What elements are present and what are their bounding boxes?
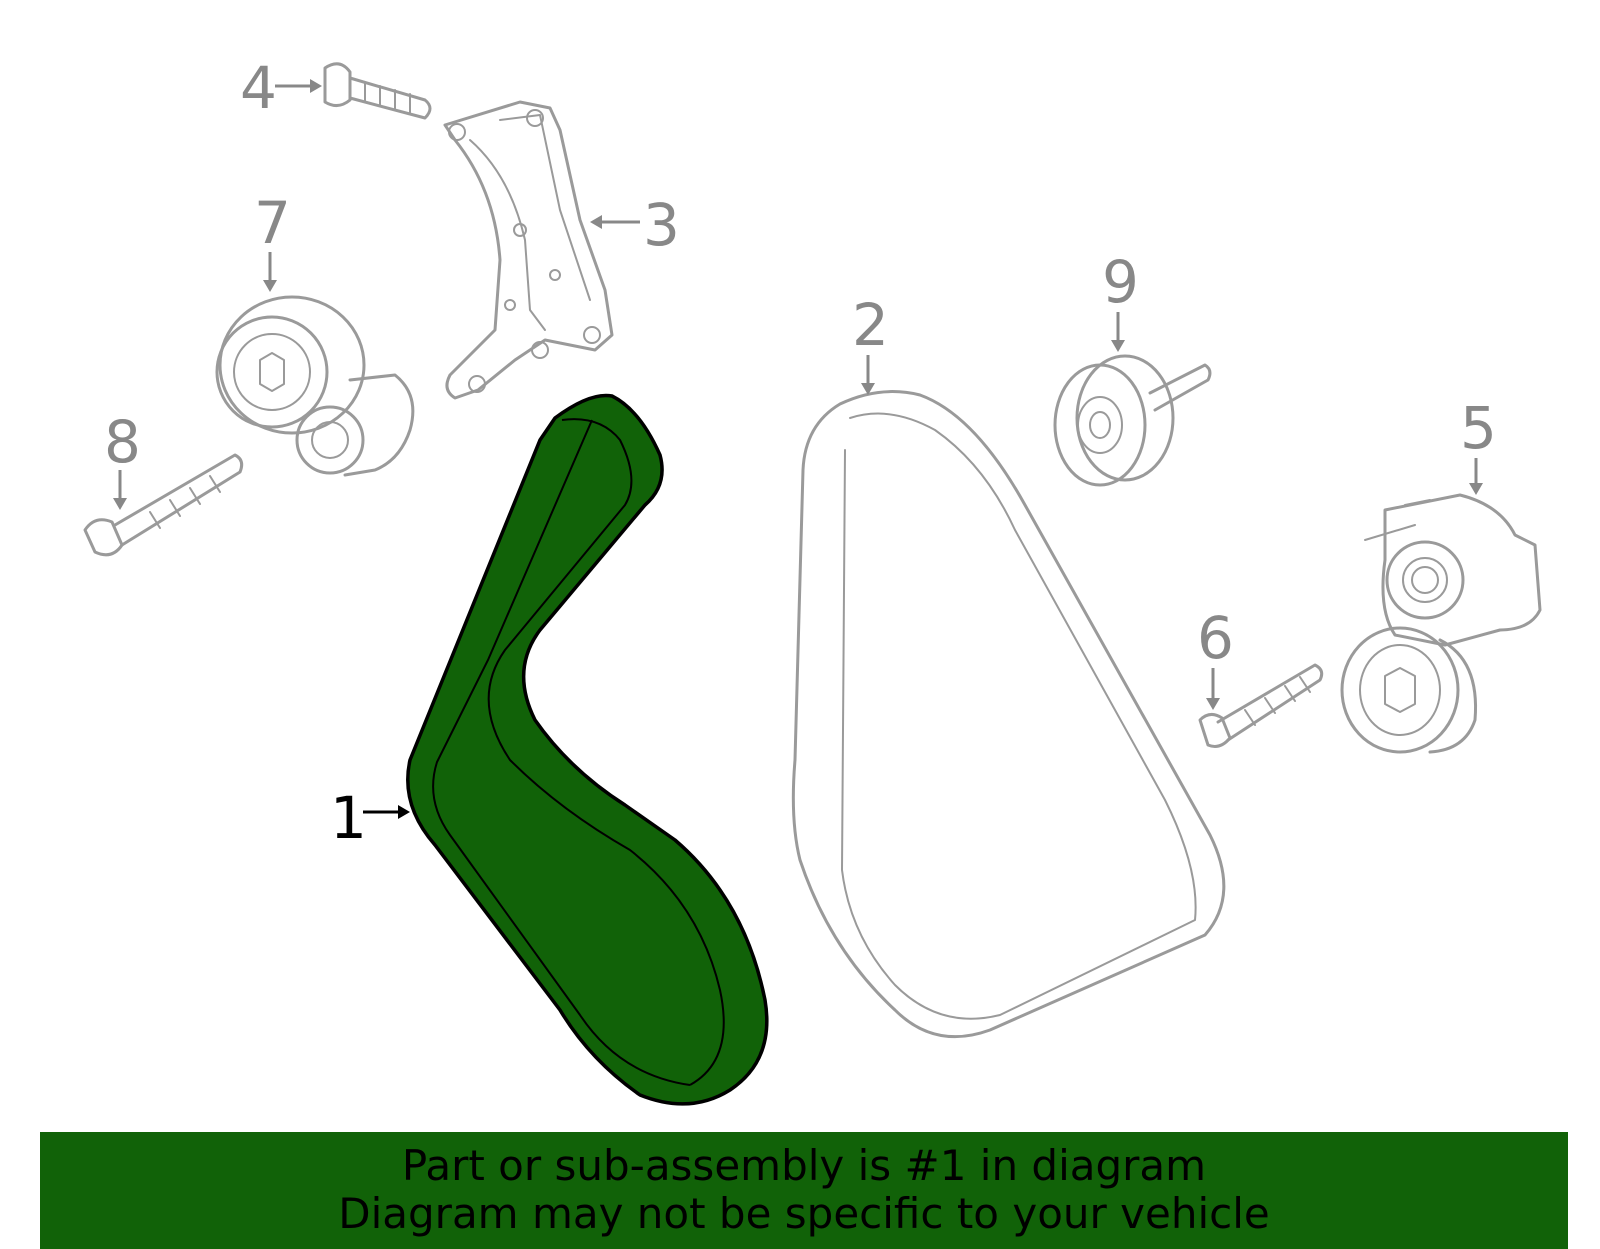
callout-2[interactable]: 2 (852, 291, 889, 359)
part-3-bracket[interactable] (443, 100, 614, 400)
part-6-bolt[interactable] (1198, 663, 1324, 748)
part-2-belt[interactable] (791, 390, 1226, 1039)
callout-9-arrow (1111, 340, 1125, 352)
callout-6[interactable]: 6 (1197, 604, 1234, 672)
callout-8-arrow (113, 498, 127, 510)
banner-part-note: Part or sub-assembly is #1 in diagram (401, 1141, 1207, 1190)
callout-1-arrow (398, 805, 410, 819)
callout-4[interactable]: 4 (240, 54, 277, 122)
callout-8[interactable]: 8 (104, 408, 141, 476)
info-banner: Part or sub-assembly is #1 in diagram Di… (40, 1132, 1568, 1249)
banner-disclaimer: Diagram may not be specific to your vehi… (338, 1189, 1270, 1238)
callout-2-arrow (861, 383, 875, 395)
part-9-pulley[interactable] (1053, 354, 1212, 487)
part-4-bolt[interactable] (323, 62, 432, 120)
callout-3[interactable]: 3 (643, 191, 680, 259)
part-1-drive-belt[interactable] (406, 393, 769, 1106)
callout-6-arrow (1206, 698, 1220, 710)
callout-5-arrow (1469, 483, 1483, 495)
callout-9[interactable]: 9 (1102, 248, 1139, 316)
callout-4-arrow (310, 79, 322, 93)
callout-3-arrow (590, 215, 602, 229)
part-8-bolt[interactable] (83, 453, 244, 557)
callout-7[interactable]: 7 (254, 189, 291, 257)
callout-5[interactable]: 5 (1460, 394, 1497, 462)
part-5-tensioner[interactable] (1340, 493, 1542, 754)
callout-7-arrow (263, 280, 277, 292)
callout-1[interactable]: 1 (330, 784, 367, 852)
part-7-idler-pulley[interactable] (215, 295, 415, 477)
